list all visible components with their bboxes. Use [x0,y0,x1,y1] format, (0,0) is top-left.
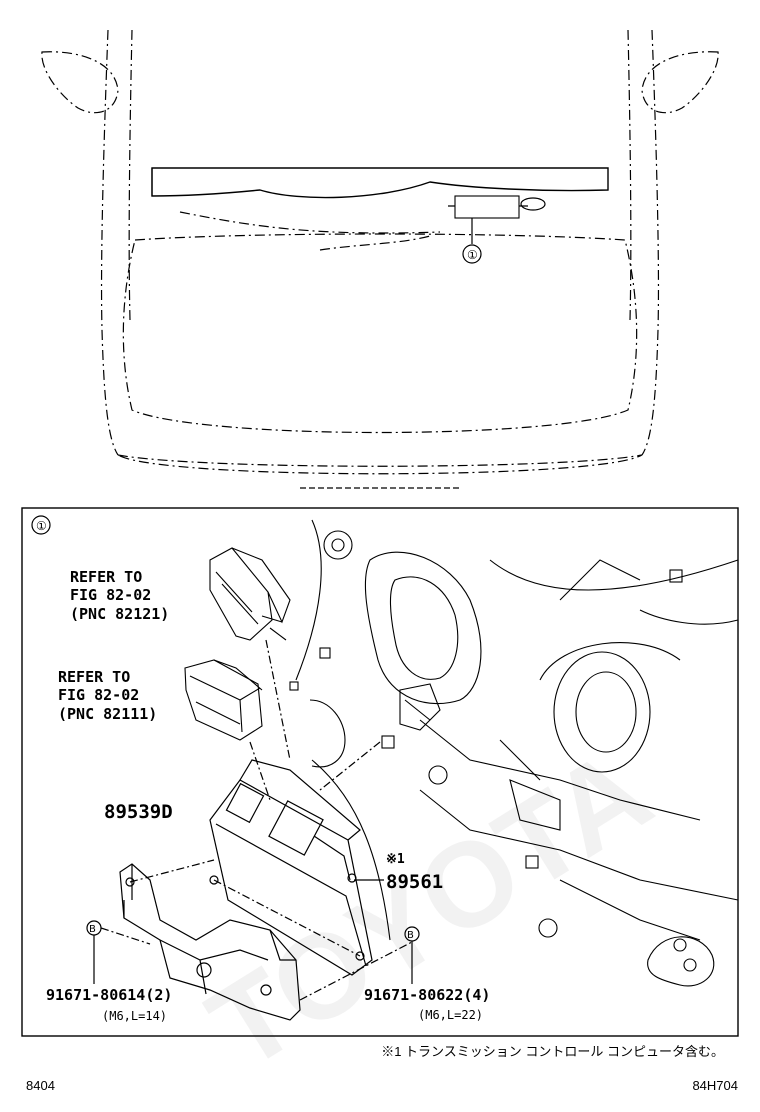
refer-1-line2: FIG 82-02 [70,586,151,604]
bolt-right-number: 91671-80622(4) [364,986,490,1004]
footer-left-code: 8404 [26,1078,55,1093]
bolt-right-marker: B [407,930,414,941]
bolt-left-spec: (M6,L=14) [102,1009,167,1023]
bracket-89539d [119,863,301,1021]
bolt-left-number: 91671-80614(2) [46,986,172,1004]
refer-2-line2: FIG 82-02 [58,686,139,704]
refer-2-line3: (PNC 82111) [58,705,157,723]
ecu-note-mark: ※1 [386,852,405,867]
body-panel-drawing [289,519,739,987]
footer-right-code: 84H704 [692,1078,738,1093]
panel-marker: ① [36,519,47,533]
refer-1-line1: REFER TO [70,568,142,586]
ecu-89561 [209,759,373,976]
connector-82121 [209,547,291,641]
detail-panel-border [21,507,739,1037]
part-number-ecu: 89561 [386,871,443,893]
vehicle-outline [41,29,719,489]
connector-82111 [184,659,263,741]
overview-callout: ① [467,248,478,262]
refer-2-line1: REFER TO [58,668,130,686]
part-number-bracket: 89539D [104,801,173,823]
callout-circle [462,244,482,264]
panel-marker-circle [31,515,51,535]
ecu-footnote: ※1 トランスミッション コントロール コンピュータ含む。 [381,1044,724,1059]
refer-1-line3: (PNC 82121) [70,605,169,623]
bolt-right-spec: (M6,L=22) [418,1008,483,1022]
bolt-left-marker: B [89,924,96,935]
